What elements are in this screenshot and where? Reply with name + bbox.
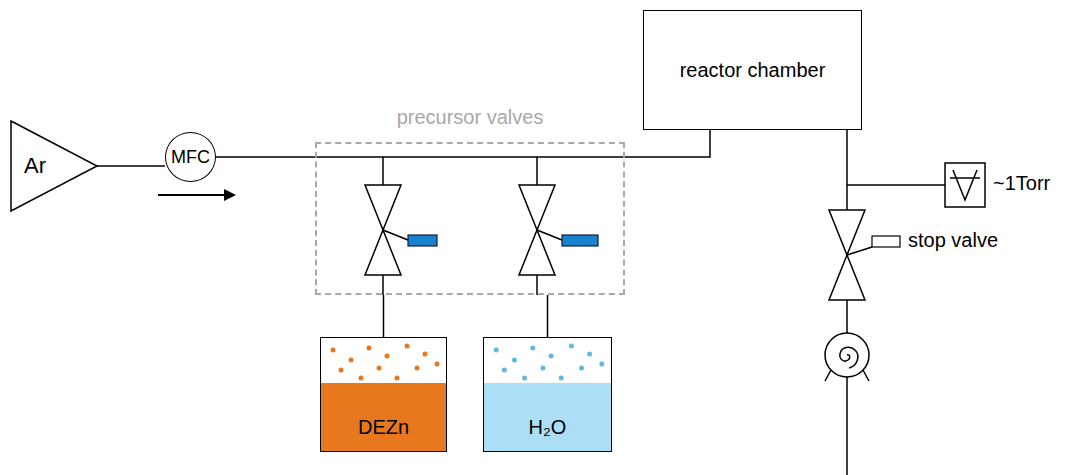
mass-flow-controller: MFC <box>165 132 216 182</box>
flow-arrow <box>158 189 236 201</box>
pressure-gauge <box>945 163 985 207</box>
triangle-outline <box>10 120 98 212</box>
node-label: MFC <box>171 147 210 168</box>
precursor-bottle: H₂O <box>483 337 612 452</box>
node-label: Ar <box>24 153 46 178</box>
node-label: H₂O <box>529 416 567 439</box>
pipe <box>383 295 384 337</box>
pressure-label: ~1Torr <box>993 172 1050 195</box>
stop-valve <box>829 210 900 300</box>
node-label: reactor chamber <box>680 59 826 82</box>
pipe <box>547 295 548 337</box>
gas-source: Ar <box>10 120 98 212</box>
valve-group: precursor valves <box>315 142 625 295</box>
precursor-valve <box>519 157 598 295</box>
valve-label: stop valve <box>908 229 998 252</box>
pipe <box>97 166 165 167</box>
reactor-chamber: reactor chamber <box>643 10 862 130</box>
precursor-bottle: DEZn <box>320 337 447 452</box>
precursor-valve <box>365 157 437 295</box>
node-label: DEZn <box>358 416 409 439</box>
vacuum-pump <box>825 333 869 381</box>
group-label: precursor valves <box>317 106 623 129</box>
exhaust-line <box>847 130 945 475</box>
